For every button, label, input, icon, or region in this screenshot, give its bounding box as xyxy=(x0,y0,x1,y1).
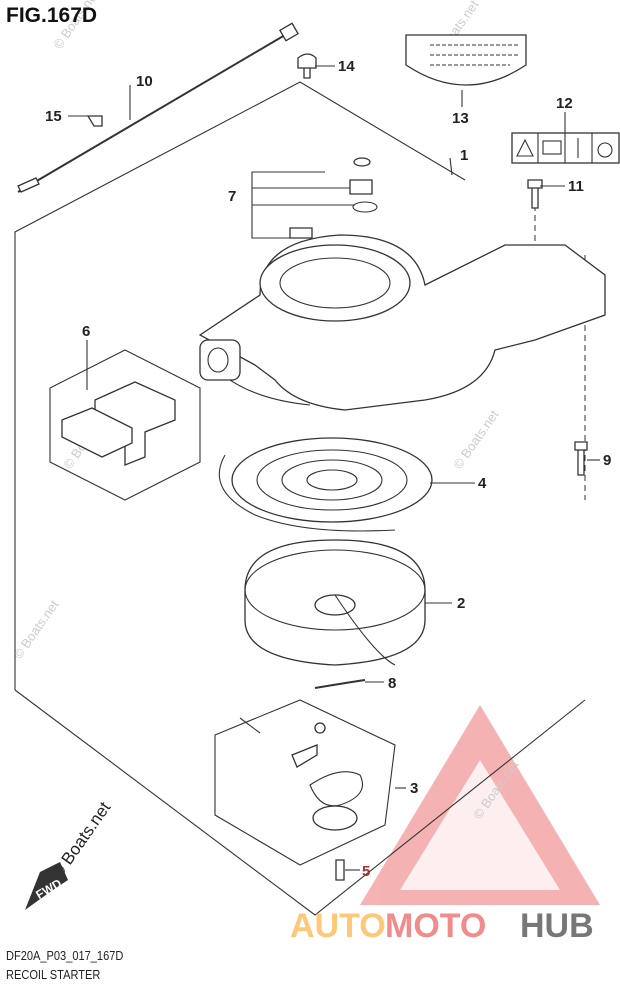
callout-9: 9 xyxy=(603,452,611,469)
clip-15 xyxy=(86,115,103,127)
callout-10: 10 xyxy=(136,73,153,90)
assembly-outline xyxy=(14,81,466,690)
callout-5: 5 xyxy=(362,863,370,880)
callout-11: 11 xyxy=(568,178,584,195)
kit-3-outline xyxy=(214,699,396,866)
figure-title: FIG.167D xyxy=(6,4,97,27)
recoil-spring xyxy=(218,437,433,532)
callout-8: 8 xyxy=(388,675,396,692)
fwd-arrow-icon: FWD xyxy=(25,862,68,910)
figure-name: RECOIL STARTER xyxy=(6,967,101,982)
watermark: © Boats.net xyxy=(10,597,62,662)
callout-4: 4 xyxy=(478,475,487,492)
figure-code: DF20A_P03_017_167D xyxy=(6,948,124,963)
kit-6-outline xyxy=(49,349,201,501)
callout-15: 15 xyxy=(45,108,62,125)
callout-14: 14 xyxy=(338,58,355,75)
recoil-housing xyxy=(198,234,606,411)
callout-7: 7 xyxy=(228,188,236,205)
assembly-outline xyxy=(14,689,586,916)
watermark: © Boats.net xyxy=(450,407,502,472)
svg-text:MOTO: MOTO xyxy=(385,907,486,945)
svg-text:AUTO: AUTO xyxy=(290,907,386,945)
automotohub-logo: AUTO MOTO HUB xyxy=(290,907,594,945)
rope-reel xyxy=(244,539,426,666)
callout-3: 3 xyxy=(410,780,418,797)
callout-12: 12 xyxy=(556,95,573,112)
callout-1: 1 xyxy=(460,147,468,164)
callout-2: 2 xyxy=(457,595,465,612)
callout-6: 6 xyxy=(82,323,90,340)
callout-13: 13 xyxy=(452,110,469,127)
svg-text:HUB: HUB xyxy=(520,907,594,945)
logo-triangle xyxy=(360,705,600,905)
warning-label-13 xyxy=(405,34,527,86)
